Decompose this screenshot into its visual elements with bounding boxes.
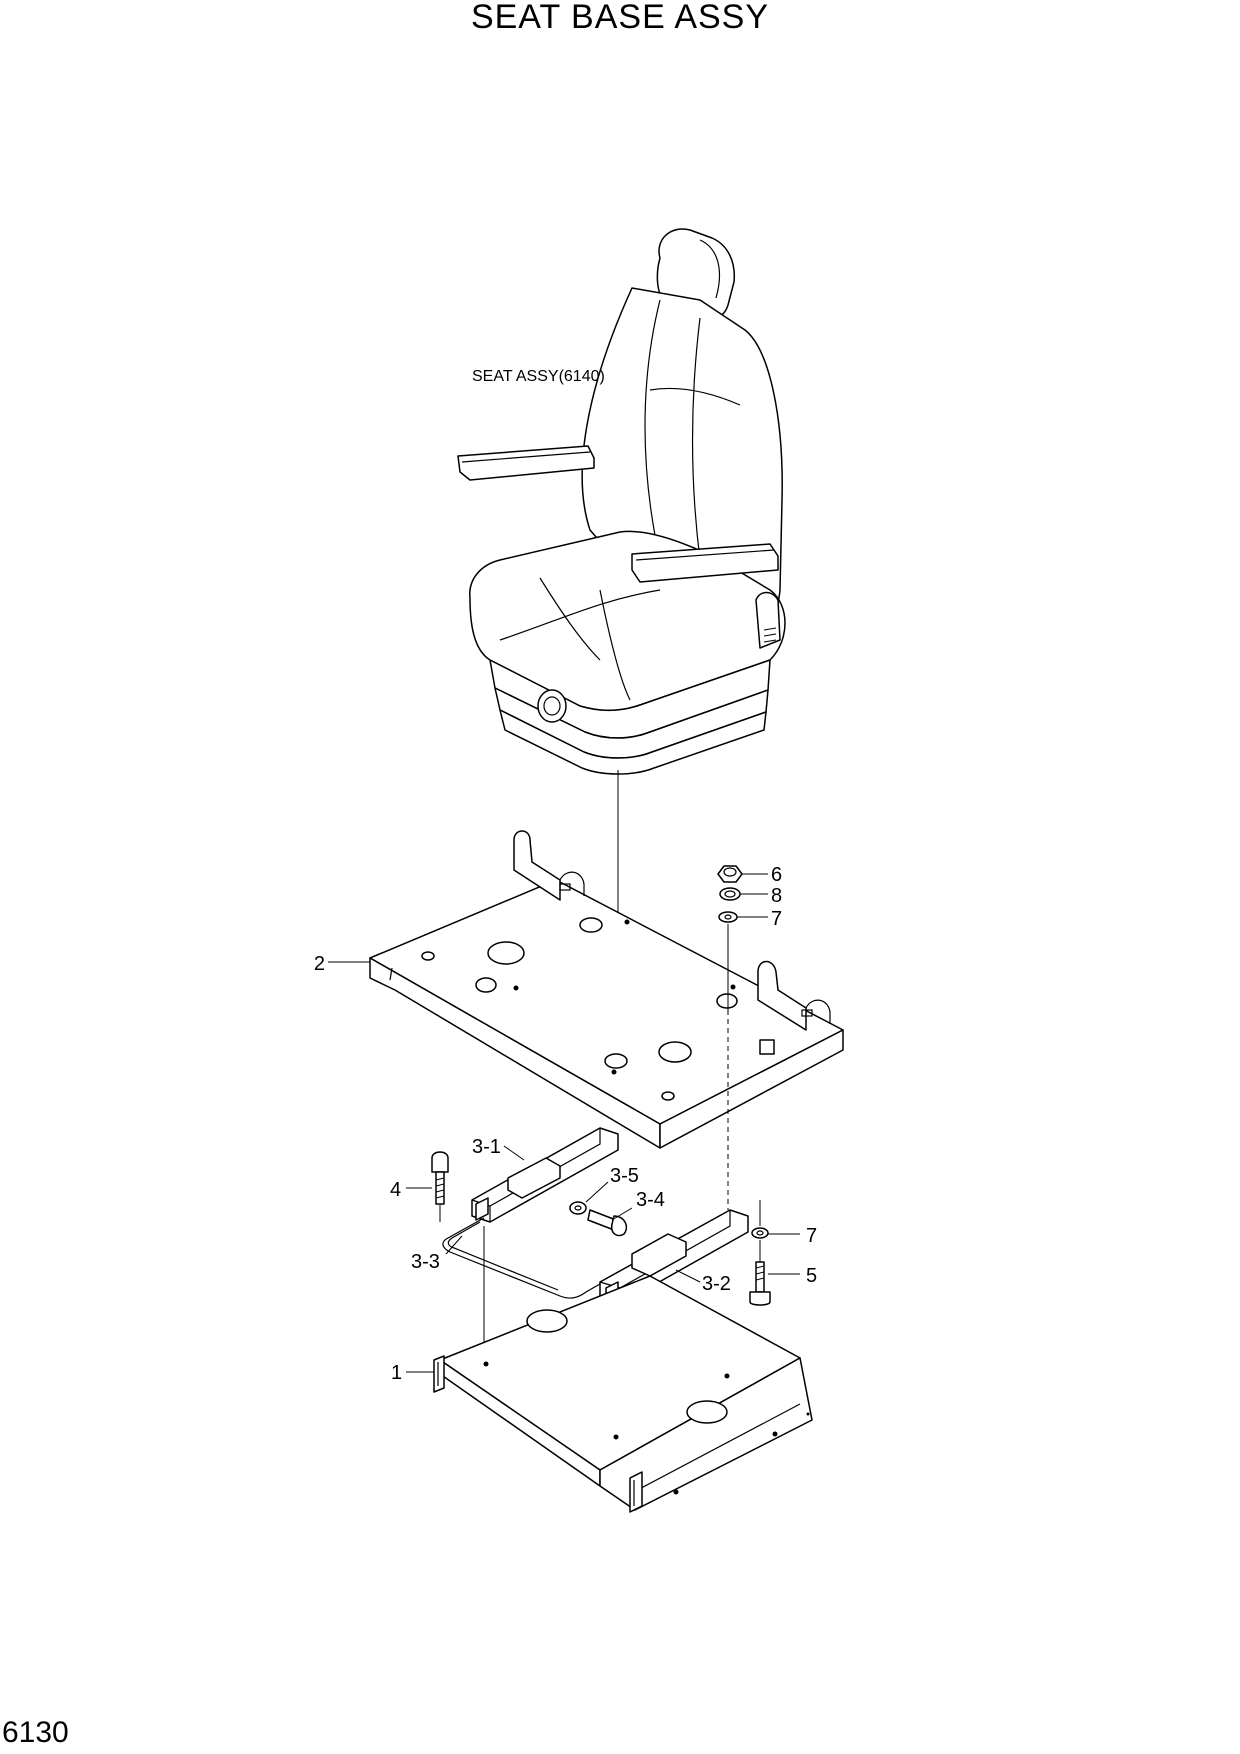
callout-3-3: 3-3 [411,1251,440,1273]
callout-3-4: 3-4 [636,1189,665,1211]
seat-assembly: SEAT ASSY(6140) [457,228,786,775]
callout-labels: 1 2 3-1 3-2 3-3 3-4 3-5 4 5 6 7 7 8 [314,864,817,1384]
callout-7-top: 7 [771,908,782,930]
leader-lines [328,961,800,1373]
top-hardware-stack [717,865,768,1210]
part-1-base-frame [433,1275,813,1513]
callout-1: 1 [391,1362,402,1384]
seat-assy-reference-label: SEAT ASSY(6140) [472,368,605,385]
part-2-seat-plate [369,830,844,1149]
callout-6: 6 [771,864,782,886]
callout-4: 4 [390,1179,401,1201]
page-number: 6130 [2,1716,69,1749]
diagram-title: SEAT BASE ASSY [470,0,770,36]
callout-3-2: 3-2 [702,1273,731,1295]
callout-2: 2 [314,953,325,975]
callout-7-lower: 7 [806,1225,817,1247]
callout-5: 5 [806,1265,817,1287]
callout-3-5: 3-5 [610,1165,639,1187]
callout-3-1: 3-1 [472,1136,501,1158]
callout-8: 8 [771,885,782,907]
